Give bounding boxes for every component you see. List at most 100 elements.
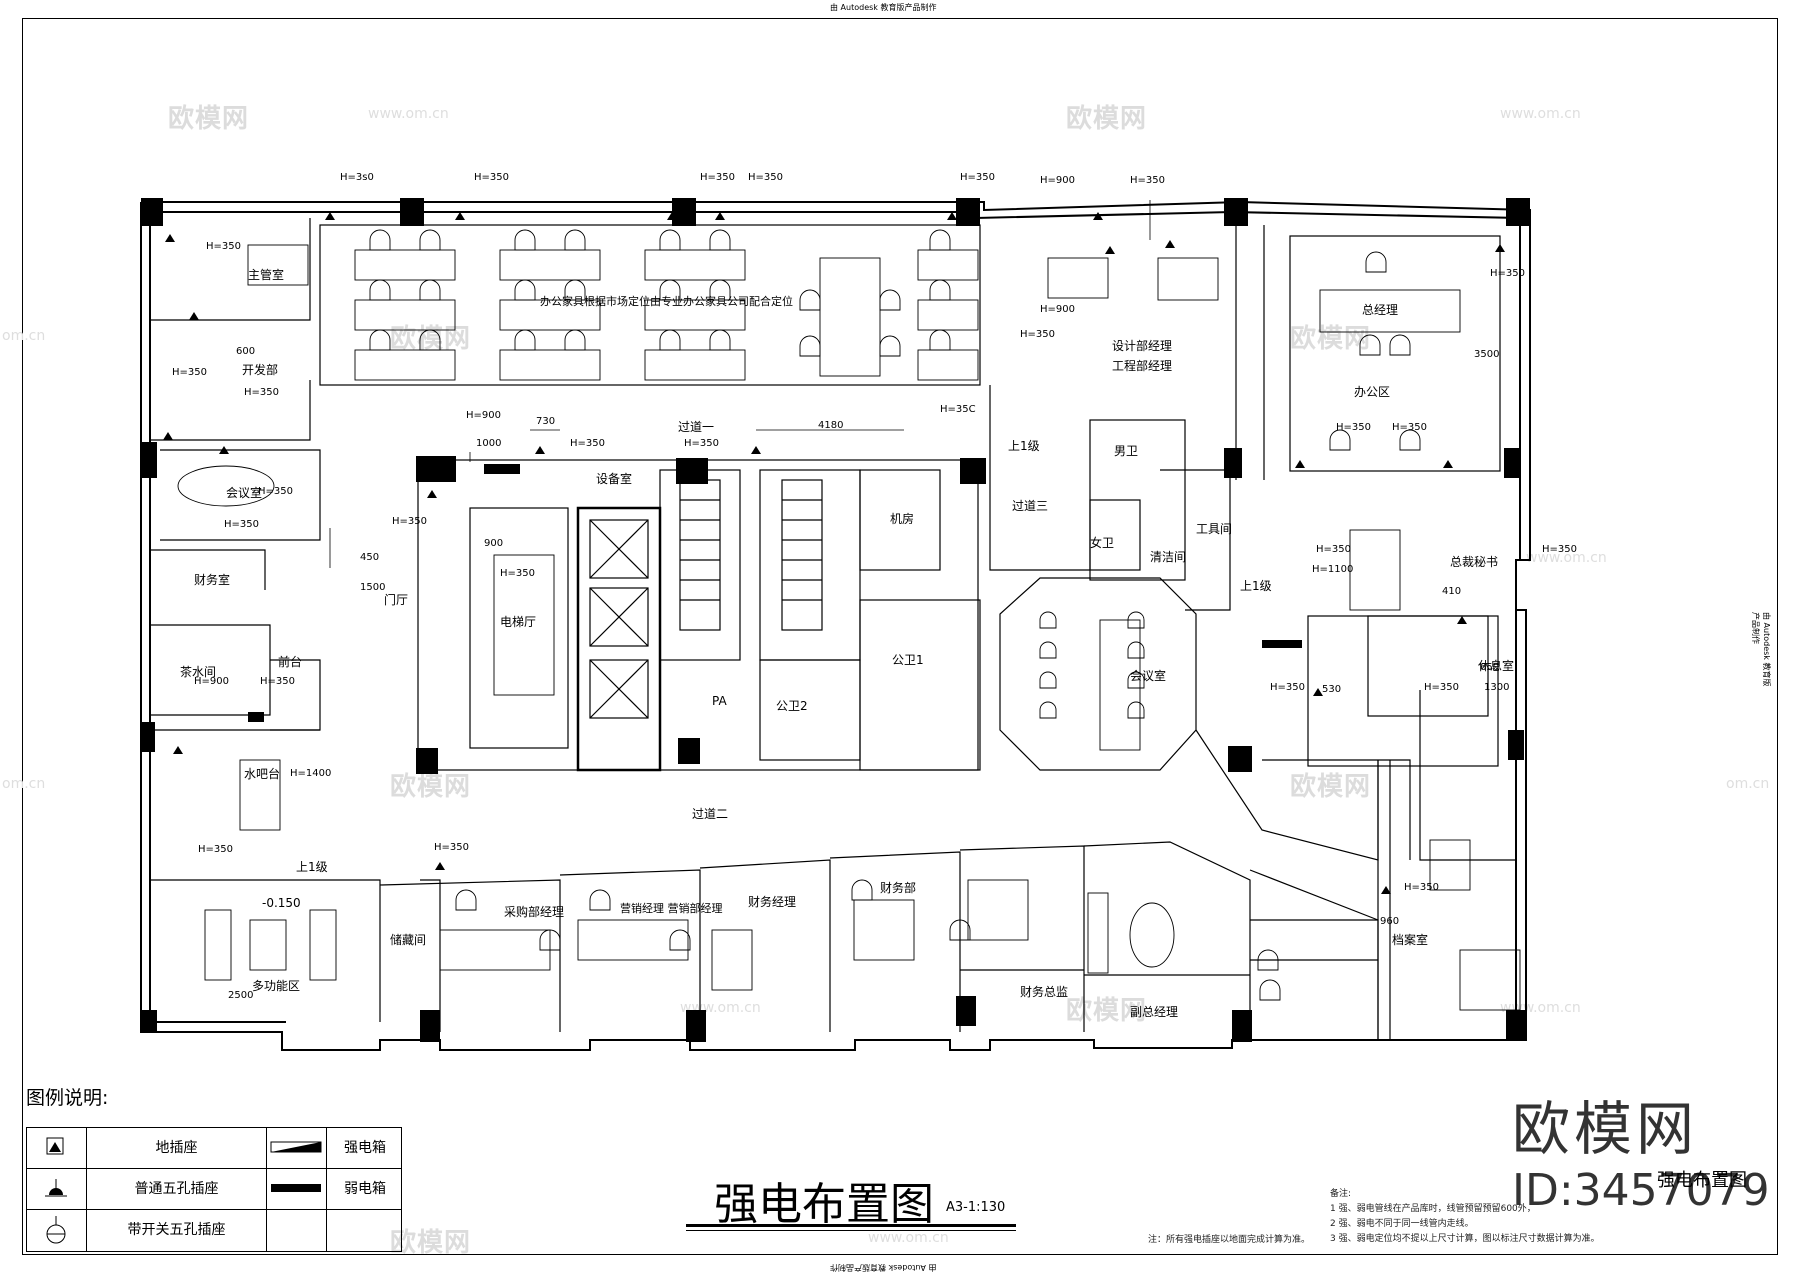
- building-outline: [140, 200, 1531, 1051]
- h-label: H=350: [1490, 268, 1525, 279]
- interior-walls: [150, 218, 1516, 1040]
- h-label: H=350: [500, 568, 535, 579]
- label-public-wc2: 公卫2: [776, 699, 808, 713]
- watermark-logo: 欧模网: [390, 324, 472, 354]
- notes-block: 备注: 1 强、弱电管线在产品库时，线管预留预留600外， 2 强、弱电不同于同…: [1330, 1187, 1660, 1247]
- watermark-logo: 欧模网: [168, 104, 250, 134]
- dim-label: 4180: [818, 420, 843, 431]
- socket-icon: [27, 1169, 87, 1209]
- dim-label: 3500: [1474, 349, 1499, 360]
- watermark-url: www.om.cn: [868, 1230, 949, 1246]
- drawing-frame: [22, 18, 1778, 1255]
- legend-label: 带开关五孔插座: [87, 1210, 267, 1251]
- bottom-note: 注：所有强电插座以地面完成计算为准。: [1148, 1235, 1311, 1245]
- watermark-url: om.cn: [2, 328, 46, 344]
- legend-label: 强电箱: [344, 1140, 386, 1156]
- watermark-logo: 欧模网: [1290, 772, 1372, 802]
- label-dev-office: 开发部: [242, 362, 278, 377]
- label-tea: 茶水间: [180, 664, 216, 679]
- legend-label: [327, 1210, 403, 1251]
- h-label: H=350: [260, 676, 295, 687]
- dim-label: 1000: [476, 438, 501, 449]
- h-label: H=900: [194, 676, 229, 687]
- h-label: H=350: [206, 241, 241, 252]
- watermark-logo: 欧模网: [1066, 104, 1148, 134]
- label-elev-level: -0.150: [262, 896, 301, 910]
- h-label: H=350: [960, 172, 995, 183]
- label-corridor3: 过道三: [1012, 499, 1048, 513]
- watermark-url: www.om.cn: [1526, 550, 1607, 566]
- label-front-desk: 前台: [278, 654, 302, 669]
- h-label: H=350: [570, 438, 605, 449]
- dim-label: 1300: [1484, 682, 1509, 693]
- dim-label: 2500: [228, 990, 253, 1001]
- label-reception-sec: 财务室: [194, 572, 230, 587]
- label-office-area: 办公区: [1354, 384, 1390, 399]
- label-lobby: 门厅: [384, 592, 408, 607]
- label-machine-room: 机房: [890, 511, 914, 526]
- h-label: H=1100: [1312, 564, 1353, 575]
- label-deputy-manager: 副总经理: [1130, 1005, 1178, 1019]
- h-label: H=350: [198, 844, 233, 855]
- workstations: [177, 244, 1521, 1011]
- h-label: H=350: [474, 172, 509, 183]
- dim-label: 960: [1380, 916, 1399, 927]
- watermark-logo: 欧模网: [1066, 996, 1148, 1026]
- notes-title: 备注:: [1330, 1189, 1352, 1199]
- label-archive: 档案室: [1392, 932, 1428, 947]
- label-up1-a: 上1级: [1008, 439, 1040, 453]
- h-label: H=350: [1542, 544, 1577, 555]
- floor-socket-icon: [27, 1128, 87, 1168]
- dim-label: 530: [1322, 684, 1341, 695]
- watermark-logo: 欧模网: [390, 772, 472, 802]
- dim-label: 1500: [360, 582, 385, 593]
- chairs: [369, 229, 1421, 1001]
- legend-title: 图例说明:: [26, 1087, 109, 1109]
- height-annotations: H=3s0 H=350 H=350 H=350 H=350 H=900 H=35…: [172, 172, 1577, 893]
- watermark-url: om.cn: [1726, 776, 1770, 792]
- legend-label: 地插座: [87, 1128, 267, 1168]
- watermark-logo: 欧模网: [390, 1228, 472, 1258]
- label-elevator-hall: 电梯厅: [500, 615, 536, 629]
- room-labels: 主管室 开发部 会议室 财务室 茶水间 前台 门厅 水吧台 电梯厅 设备室 过道…: [180, 267, 1514, 1019]
- brand-id: ID:3457079: [1512, 1165, 1770, 1216]
- note-line: 3 强、弱电定位均不提以上尺寸计算，图以标注尺寸数据计算为准。: [1330, 1234, 1600, 1244]
- legend-row: 普通五孔插座 弱电箱: [27, 1169, 401, 1210]
- h-label: H=350: [684, 438, 719, 449]
- h-label: H=1400: [290, 768, 331, 779]
- note-line: 2 强、弱电不同于同一线管内走线。: [1330, 1219, 1474, 1229]
- socket-symbols: [163, 212, 1505, 894]
- top-stamp: 由 Autodesk 教育版产品制作: [830, 3, 937, 12]
- label-meeting-small: 会议室: [226, 485, 262, 500]
- label-finance-manager: 财务经理: [748, 894, 796, 909]
- columns: [141, 198, 1530, 1042]
- h-label: H=350: [258, 486, 293, 497]
- dimension-numbers: 4180 1000 730 600 900 2500 3500 1500 450…: [228, 346, 1509, 1001]
- power-box-icon: [267, 1128, 327, 1168]
- h-label: H=3s0: [340, 172, 374, 183]
- switch-socket-icon: [27, 1210, 87, 1251]
- weak-box-icon: [267, 1169, 327, 1209]
- label-open-office-note: 办公家具根据市场定位由专业办公家具公司配合定位: [540, 294, 793, 308]
- label-project-manager: 工程部经理: [1112, 358, 1172, 373]
- drawing-scale: A3-1:130: [946, 1200, 1006, 1215]
- label-general-manager: 总经理: [1362, 303, 1398, 317]
- h-label: H=350: [1130, 175, 1165, 186]
- dimension-lines: [329, 200, 1379, 940]
- watermark-url: www.om.cn: [1500, 106, 1581, 122]
- h-label: H=900: [1040, 175, 1075, 186]
- h-label: H=350: [434, 842, 469, 853]
- label-market-manager: 采购部经理: [504, 904, 564, 919]
- label-multi-area: 多功能区: [252, 979, 300, 993]
- label-rest-room: 休息室: [1478, 658, 1514, 673]
- h-label: H=350: [224, 519, 259, 530]
- legend-row: 地插座 强电箱: [27, 1128, 401, 1169]
- dim-label: 450: [360, 552, 379, 563]
- label-finance-dept: 财务部: [880, 880, 916, 895]
- distribution-boxes: [248, 464, 1302, 722]
- watermark-url: om.cn: [2, 776, 46, 792]
- label-supervisor: 主管室: [248, 267, 284, 282]
- title-underline-thin: [686, 1230, 1016, 1231]
- brand-logo-text: 欧模网: [1512, 1095, 1699, 1163]
